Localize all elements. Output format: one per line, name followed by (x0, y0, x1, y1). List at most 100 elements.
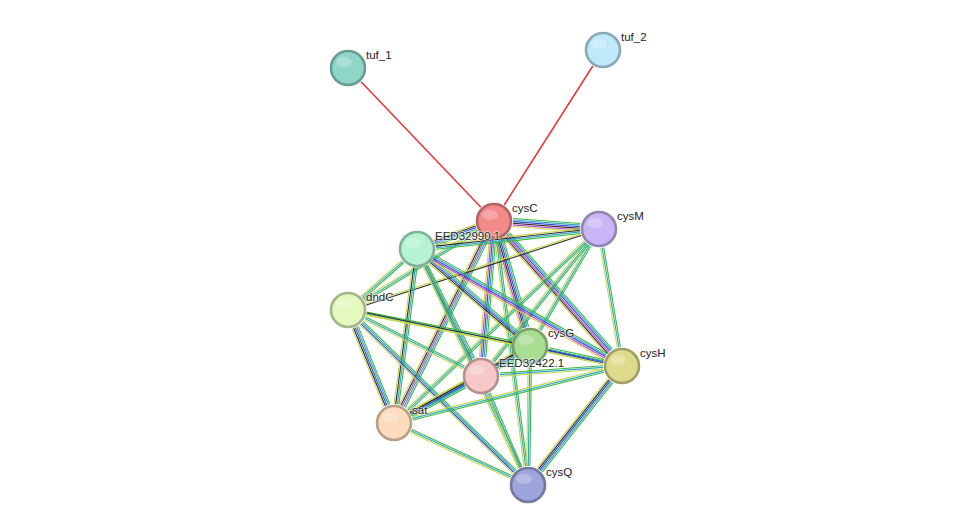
evidence-line (513, 226, 580, 231)
evidence-line (361, 260, 402, 296)
interaction-edge (537, 379, 612, 472)
evidence-line (527, 365, 528, 466)
evidence-line (352, 329, 384, 407)
evidence-line (366, 315, 603, 363)
evidence-line (411, 432, 511, 478)
protein-node: dndC (329, 291, 367, 329)
node-circle (509, 466, 547, 504)
evidence-line (363, 322, 516, 471)
evidence-line (540, 381, 610, 470)
evidence-line (365, 318, 464, 367)
interaction-edge (527, 365, 532, 466)
protein-node: EED32422.1 (462, 357, 500, 395)
node-circle (329, 49, 367, 87)
protein-label: tuf_1 (366, 49, 392, 61)
node-highlight (516, 474, 532, 484)
evidence-line (367, 312, 512, 341)
evidence-line (540, 245, 590, 329)
protein-label: sat (412, 404, 427, 416)
node-highlight (518, 335, 534, 345)
node-highlight (587, 218, 603, 228)
evidence-line (409, 353, 512, 411)
node-circle (603, 347, 641, 385)
interaction-edge (361, 82, 481, 208)
protein-node: cysH (603, 347, 641, 385)
node-circle (462, 357, 500, 395)
protein-label: dndC (366, 291, 394, 303)
evidence-line (542, 383, 612, 472)
node-circle (584, 31, 622, 69)
node-highlight (405, 238, 421, 248)
interaction-edge (538, 245, 590, 331)
evidence-line (537, 379, 607, 468)
node-circle (375, 404, 413, 442)
protein-node: sat (375, 404, 413, 442)
interaction-edge (492, 243, 589, 362)
evidence-line (487, 394, 519, 468)
protein-node: cysQ (509, 466, 547, 504)
node-disc (400, 232, 434, 266)
evidence-line (538, 245, 588, 329)
node-disc (331, 51, 365, 85)
interaction-edge (487, 393, 522, 468)
protein-node: tuf_1 (329, 49, 367, 87)
protein-node: EED32990.1 (398, 230, 436, 268)
evidence-line (367, 313, 604, 361)
node-highlight (482, 210, 498, 220)
interaction-edge (360, 322, 516, 474)
interaction-edge (504, 66, 593, 205)
node-disc (586, 33, 620, 67)
evidence-line (428, 265, 475, 358)
node-disc (582, 212, 616, 246)
evidence-line (412, 371, 603, 419)
interaction-edge (352, 326, 390, 406)
evidence-line (411, 386, 465, 415)
protein-label: cysM (617, 210, 644, 222)
evidence-line (530, 365, 531, 466)
evidence-line (601, 248, 618, 348)
node-disc (464, 359, 498, 393)
evidence-line (413, 372, 604, 420)
interaction-edge (601, 247, 621, 347)
node-circle (398, 230, 436, 268)
interaction-edge (366, 313, 603, 363)
protein-node: cysM (580, 210, 618, 248)
node-disc (605, 349, 639, 383)
protein-label: EED32422.1 (499, 357, 564, 369)
node-highlight (336, 57, 352, 67)
evidence-line (361, 82, 481, 208)
evidence-line (504, 66, 593, 205)
node-circle (329, 291, 367, 329)
protein-label: tuf_2 (621, 31, 647, 43)
evidence-line (602, 248, 619, 348)
evidence-line (412, 388, 466, 417)
protein-label: cysQ (546, 466, 572, 478)
node-highlight (469, 365, 485, 375)
node-disc (377, 406, 411, 440)
node-circle (580, 210, 618, 248)
evidence-line (412, 369, 603, 417)
evidence-line (541, 382, 611, 471)
interaction-edge (412, 369, 604, 420)
protein-label: cysG (548, 327, 574, 339)
protein-label: EED32990.1 (435, 230, 500, 242)
node-highlight (591, 39, 607, 49)
evidence-line (604, 247, 621, 347)
protein-label: cysC (512, 202, 538, 214)
evidence-line (528, 365, 529, 466)
evidence-line (357, 327, 389, 405)
evidence-line (539, 380, 609, 469)
node-highlight (382, 412, 398, 422)
evidence-line (364, 320, 463, 369)
interaction-edge (411, 430, 512, 479)
node-disc (511, 468, 545, 502)
node-highlight (336, 299, 352, 309)
protein-node: tuf_2 (584, 31, 622, 69)
evidence-line (489, 393, 521, 467)
node-highlight (610, 355, 626, 365)
protein-label: cysH (640, 347, 666, 359)
evidence-line (411, 431, 511, 477)
